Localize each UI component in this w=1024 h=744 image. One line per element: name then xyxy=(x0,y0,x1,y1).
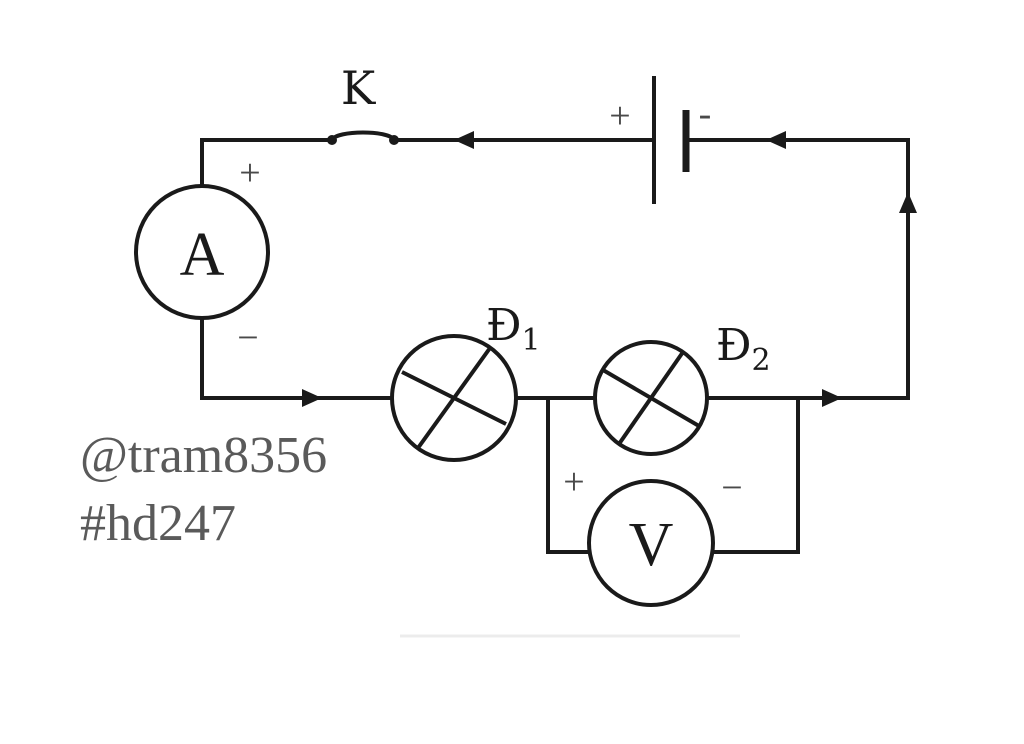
switch-label: K xyxy=(341,61,377,115)
battery: + - xyxy=(609,76,712,204)
watermark: @tram8356 #hd247 xyxy=(80,427,327,552)
arrow-top-right-icon xyxy=(766,131,786,149)
voltmeter-ring xyxy=(587,479,715,607)
wire-bottom-left xyxy=(200,316,394,400)
lamp-1-cross-b xyxy=(416,346,492,450)
wire-voltmeter-left xyxy=(546,396,592,554)
watermark-tag: #hd247 xyxy=(80,495,236,552)
watermark-handle: @tram8356 xyxy=(80,427,327,484)
lamp-1: Đ1 xyxy=(390,300,541,462)
ammeter-letter: A xyxy=(180,221,225,289)
switch-lever xyxy=(329,130,397,143)
lamp-2-letter: Đ xyxy=(716,320,752,371)
ammeter-minus-sign: − xyxy=(237,317,258,359)
ammeter-ring xyxy=(134,184,270,320)
wires xyxy=(200,138,910,554)
wire-top-right xyxy=(686,138,910,400)
ammeter: A + − xyxy=(134,152,270,359)
battery-minus-sign: - xyxy=(699,93,712,135)
current-arrows xyxy=(302,131,917,407)
battery-plus-sign: + xyxy=(609,95,630,137)
lamp-1-subscript: 1 xyxy=(522,323,541,358)
arrow-top-left-icon xyxy=(454,131,474,149)
lamp-2-cross-b xyxy=(617,350,685,446)
arrow-bottom-right-icon xyxy=(822,389,842,407)
lamp-1-letter: Đ xyxy=(486,300,522,351)
voltmeter-plus-sign: + xyxy=(563,461,584,503)
voltmeter-letter: V xyxy=(629,511,674,579)
lamp-2-label: Đ2 xyxy=(716,320,771,378)
voltmeter-minus-sign: − xyxy=(721,467,742,509)
wire-top-left xyxy=(200,138,332,188)
lamp-2-subscript: 2 xyxy=(752,343,771,378)
ammeter-plus-sign: + xyxy=(239,152,260,194)
lamp-1-label: Đ1 xyxy=(486,300,541,358)
lamp-2: Đ2 xyxy=(593,320,771,456)
switch: K xyxy=(327,61,399,145)
arrow-bottom-left-icon xyxy=(302,389,322,407)
arrow-right-up-icon xyxy=(899,192,917,213)
wire-voltmeter-right xyxy=(710,396,800,554)
voltmeter: V + − xyxy=(563,461,743,607)
